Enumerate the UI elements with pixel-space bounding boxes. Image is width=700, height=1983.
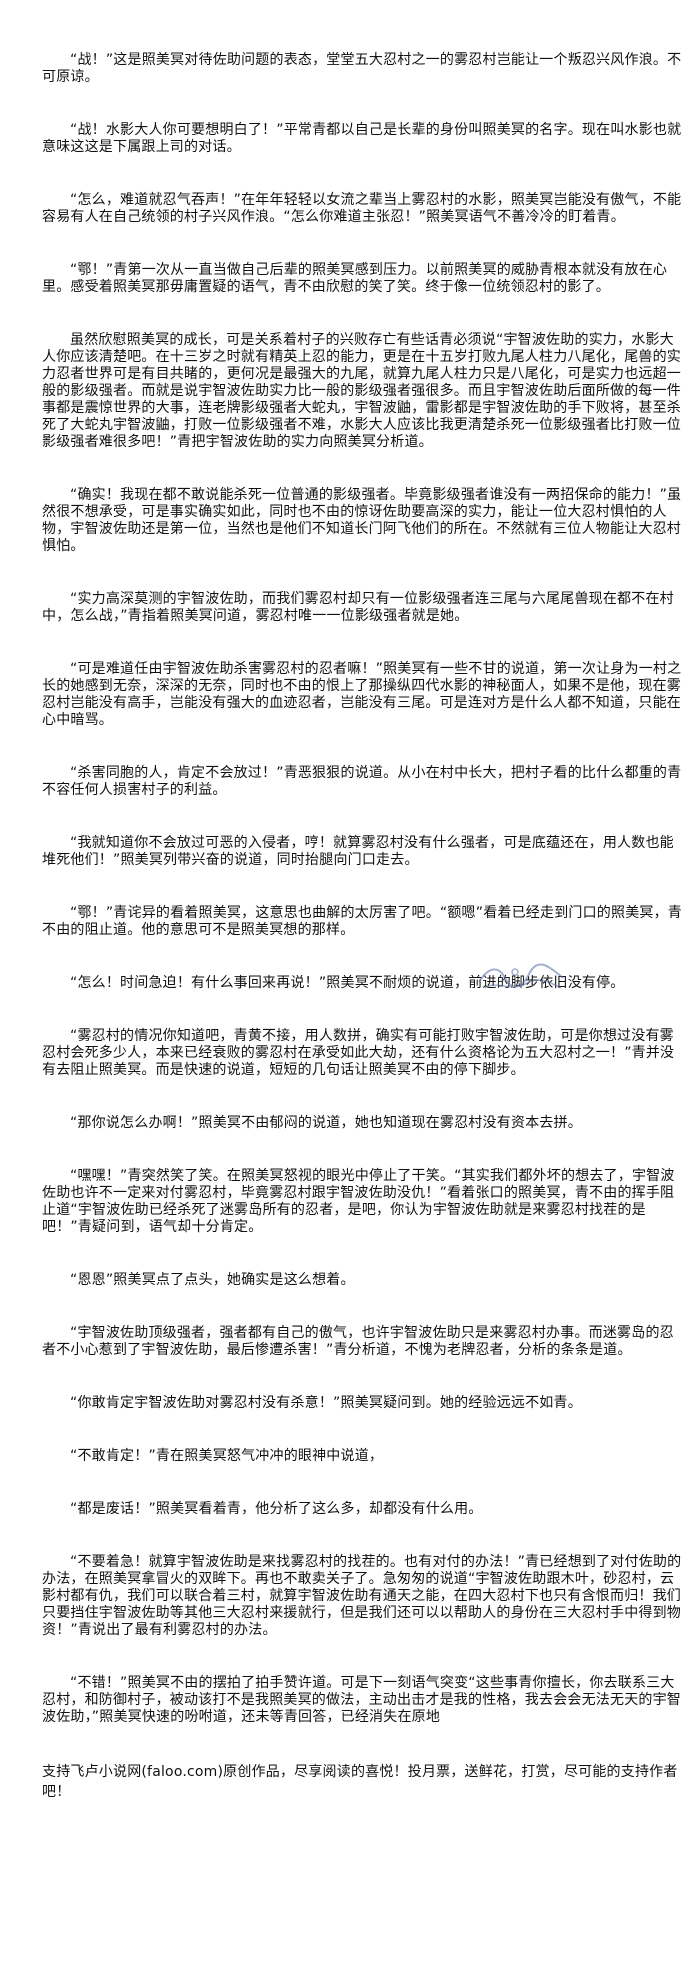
paragraph: “确实！我现在都不敢说能杀死一位普通的影级强者。毕竟影级强者谁没有一两招保命的能… [42, 487, 682, 554]
paragraph: “不要着急！就算宇智波佐助是来找雾忍村的找茬的。也有对付的办法！”青已经想到了对… [42, 1554, 682, 1638]
paragraph: “可是难道任由宇智波佐助杀害雾忍村的忍者嘛！”照美冥有一些不甘的说道，第一次让身… [42, 661, 682, 728]
paragraph: “杀害同胞的人，肯定不会放过！”青恶狠狠的说道。从小在村中长大，把村子看的比什么… [42, 765, 682, 798]
paragraph: “恩恩”照美冥点了点头，她确实是这么想着。 [70, 1272, 355, 1288]
paragraph: “宇智波佐助顶级强者，强者都有自己的傲气，也许宇智波佐助只是来雾忍村办事。而迷雾… [42, 1325, 674, 1358]
paragraph: “怎么，难道就忍气吞声！”在年年轻轻以女流之辈当上雾忍村的水影，照美冥岂能没有傲… [42, 192, 682, 225]
paragraph: “实力高深莫测的宇智波佐助，而我们雾忍村却只有一位影级强者连三尾与六尾尾兽现在都… [42, 591, 674, 624]
site-footer-note: 支持飞卢小说网(faloo.com)原创作品，尽享阅读的喜悦！投月票，送鲜花，打… [42, 1764, 678, 1800]
paragraph: “鄂！”青诧异的看着照美冥，这意思也曲解的太厉害了吧。“额嗯”看着已经走到门口的… [42, 905, 683, 938]
paragraph: “雾忍村的情况你知道吧，青黄不接，用人数拼，确实有可能打败宇智波佐助，可是你想过… [42, 1028, 675, 1078]
paragraph: “那你说怎么办啊！”照美冥不由郁闷的说道，她也知道现在雾忍村没有资本去拼。 [70, 1115, 582, 1131]
paragraph: “鄂！”青第一次从一直当做自己后辈的照美冥感到压力。以前照美冥的威胁青根本就没有… [42, 262, 668, 295]
paragraph: “我就知道你不会放过可恶的入侵者，哼！就算雾忍村没有什么强者，可是底蕴还在，用人… [42, 835, 674, 868]
paragraph: “都是废话！”照美冥看着青，他分析了这么多，却都没有什么用。 [70, 1501, 483, 1517]
paragraph: “战！水影大人你可要想明白了！”平常青都以自己是长辈的身份叫照美冥的名字。现在叫… [42, 122, 682, 155]
paragraph: “你敢肯定宇智波佐助对雾忍村没有杀意！”照美冥疑问到。她的经验远远不如青。 [70, 1395, 582, 1411]
paragraph: “怎么！时间急迫！有什么事回来再说！”照美冥不耐烦的说道，前进的脚步依旧没有停。 [70, 975, 625, 991]
paragraph: “嘿嘿！”青突然笑了笑。在照美冥怒视的眼光中停止了干笑。“其实我们都外坏的想去了… [42, 1168, 675, 1235]
chapter-text: “战！”这是照美冥对待佐助问题的表态，堂堂五大忍村之一的雾忍村岂能让一个叛忍兴风… [42, 52, 684, 1838]
watermark-icon [478, 963, 564, 989]
paragraph: 虽然欣慰照美冥的成长，可是关系着村子的兴败存亡有些话青必须说“宇智波佐助的实力，… [42, 332, 681, 450]
paragraph: “战！”这是照美冥对待佐助问题的表态，堂堂五大忍村之一的雾忍村岂能让一个叛忍兴风… [42, 52, 682, 85]
paragraph: “不错！”照美冥不由的摆拍了拍手赞许道。可是下一刻语气突变“这些事青你擅长，你去… [42, 1675, 681, 1725]
paragraph: “不敢肯定！”青在照美冥怒气冲冲的眼神中说道， [70, 1448, 384, 1464]
